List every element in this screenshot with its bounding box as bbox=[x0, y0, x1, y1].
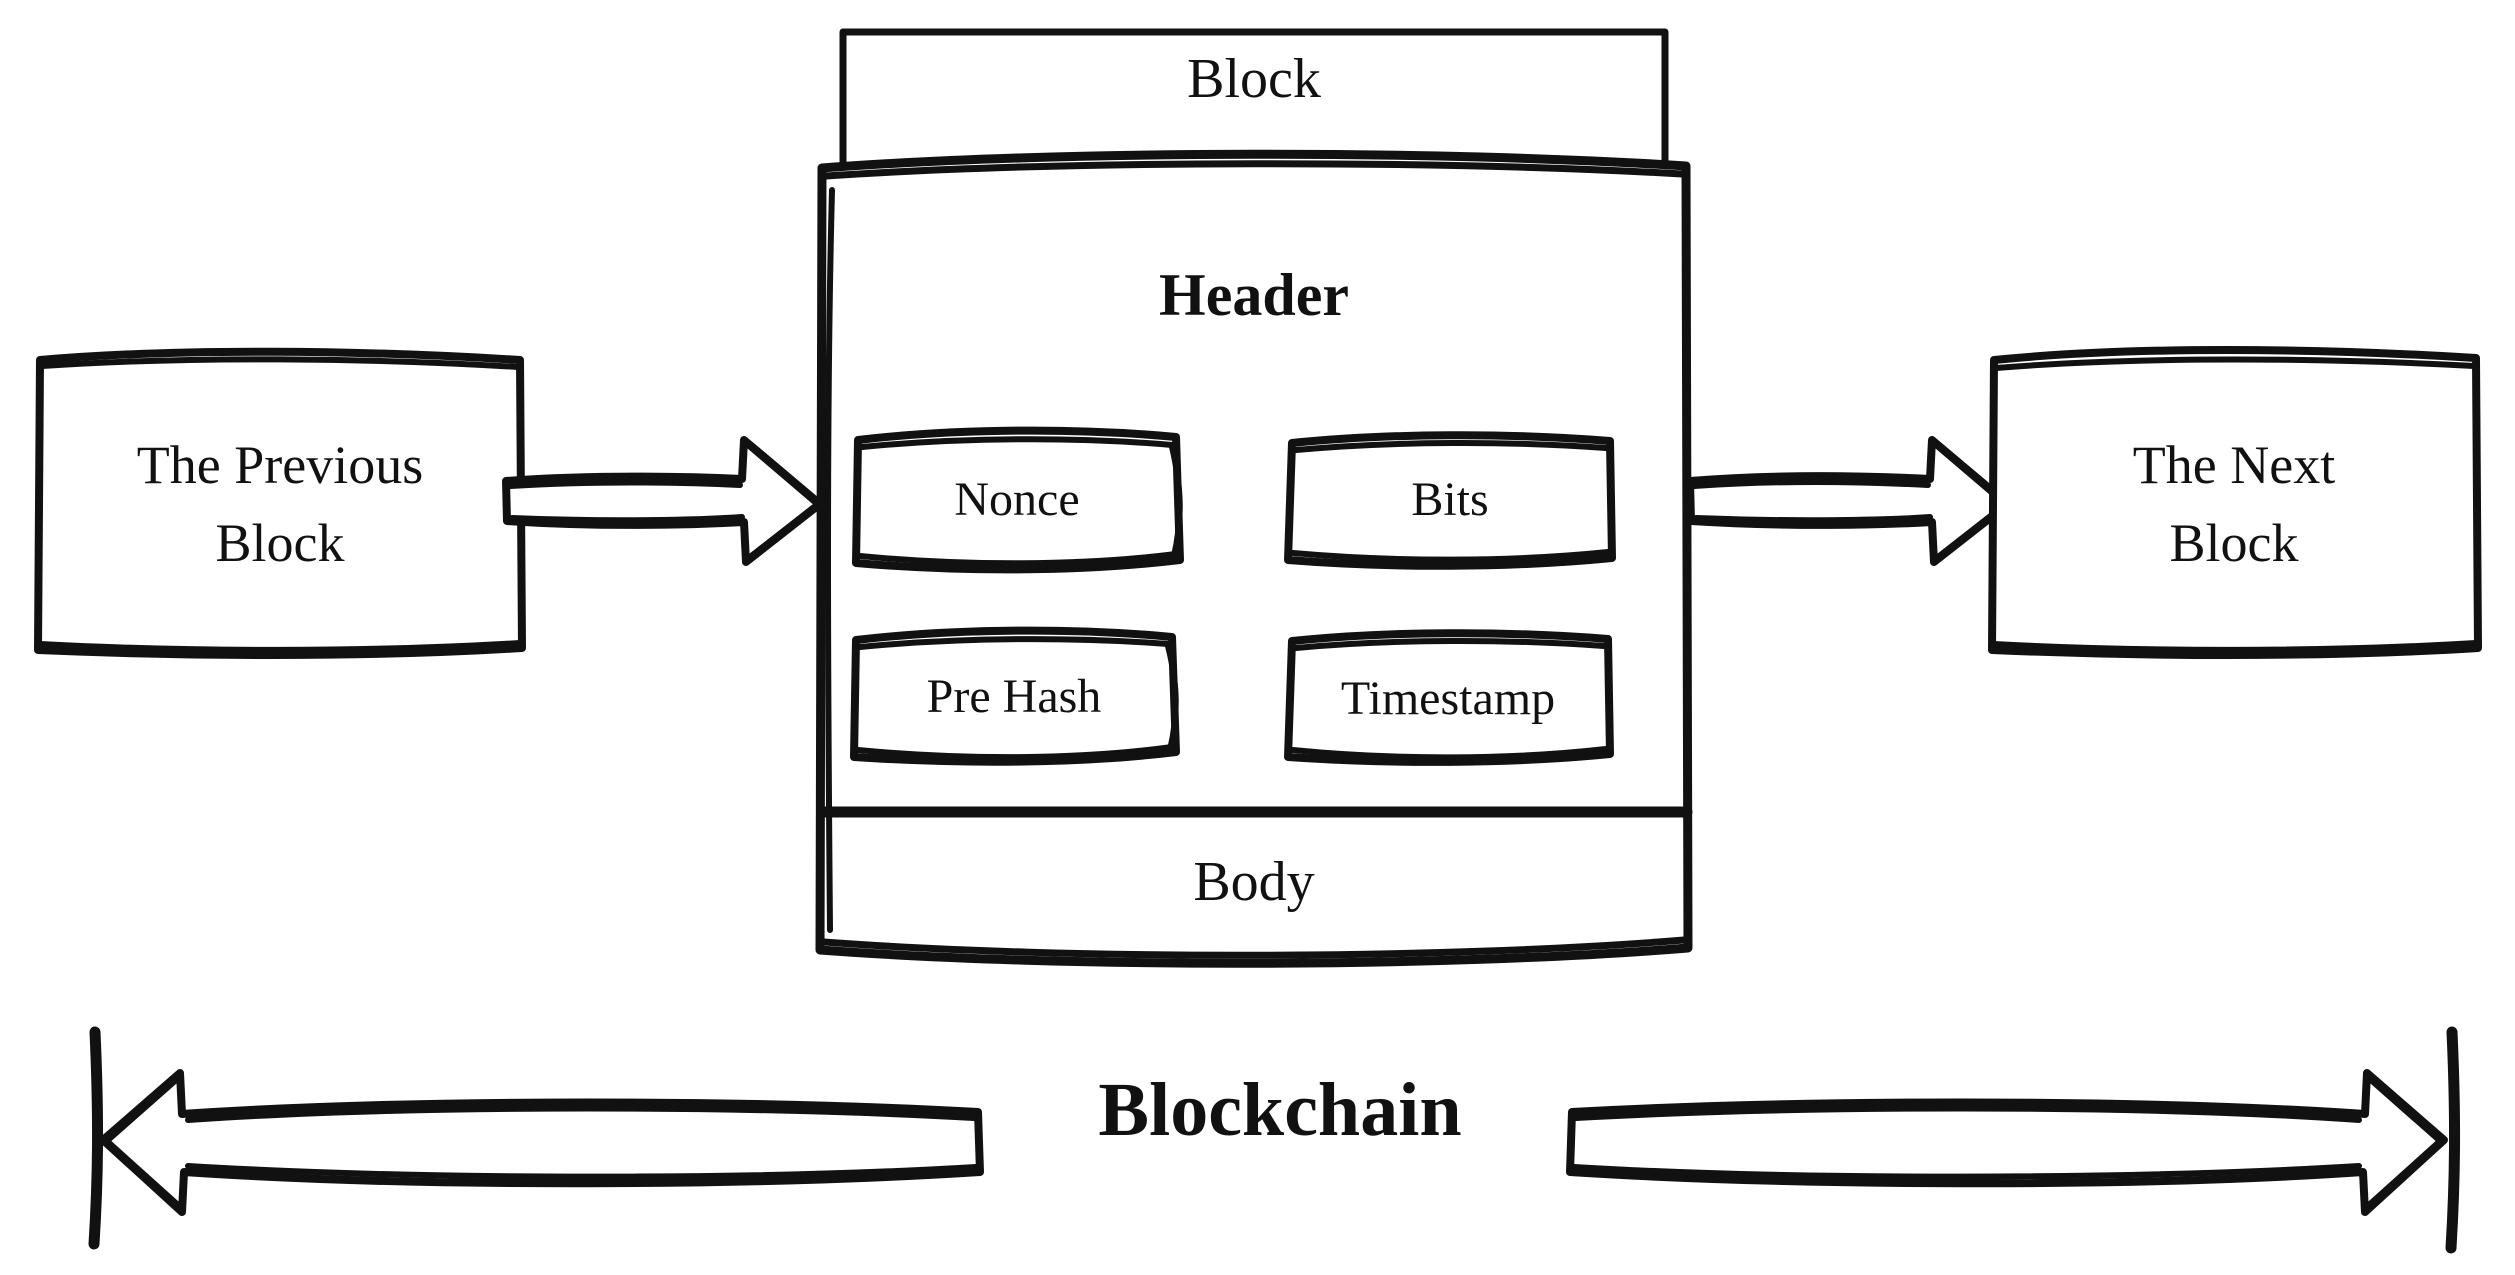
body-title-label: Body bbox=[1193, 851, 1315, 914]
previous-block-label: The Previous Block bbox=[136, 434, 424, 573]
chain-left-end-cap bbox=[88, 1026, 104, 1250]
block-title-label: Block bbox=[1187, 48, 1321, 111]
field-label-prehash: Pre Hash bbox=[926, 669, 1102, 723]
field-label-timestamp: Timestamp bbox=[1340, 671, 1556, 725]
next-block-label: The Next Block bbox=[2132, 434, 2336, 573]
connector-arrow-previous-to-block bbox=[502, 436, 824, 566]
blockchain-span-label: Blockchain bbox=[1098, 1067, 1462, 1152]
connector-arrow-block-to-next bbox=[1686, 436, 2012, 566]
chain-right-end-cap bbox=[2445, 1026, 2461, 1254]
previous-block-shape bbox=[34, 347, 526, 659]
field-label-nonce: Nonce bbox=[954, 473, 1080, 527]
field-box-nonce bbox=[852, 426, 1184, 574]
next-block-shape bbox=[1988, 346, 2482, 659]
field-box-bits bbox=[1284, 431, 1616, 570]
header-title-label: Header bbox=[1159, 261, 1349, 328]
chain-left-arrow bbox=[99, 1069, 984, 1216]
chain-right-arrow bbox=[1566, 1069, 2448, 1216]
field-box-timestamp bbox=[1284, 629, 1614, 766]
field-box-prehash bbox=[850, 626, 1180, 766]
field-label-bits: Bits bbox=[1411, 473, 1489, 527]
